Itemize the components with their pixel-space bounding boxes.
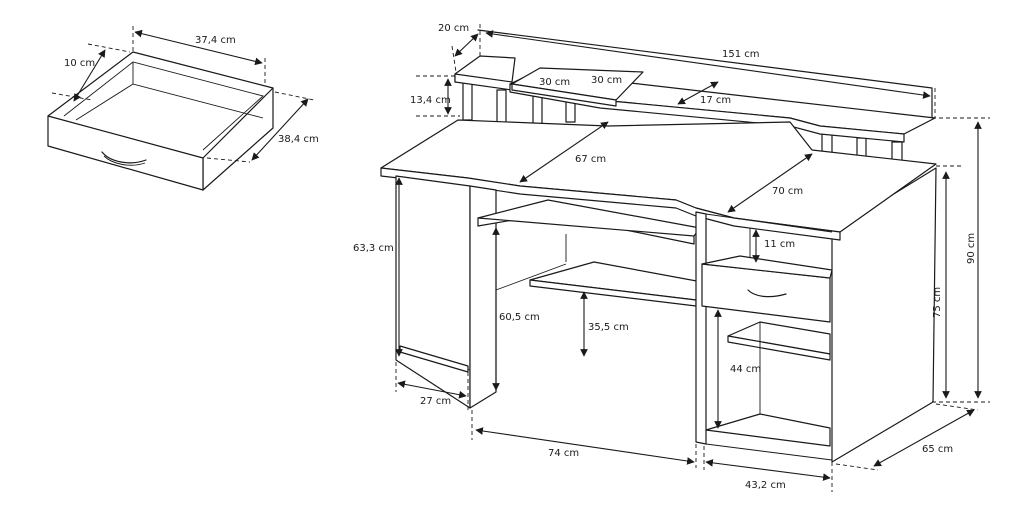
drawer-height-desk-label: 11 cm: [764, 239, 795, 250]
shelf-b-label: 30 cm: [591, 75, 622, 86]
total-width-label: 151 cm: [722, 49, 760, 60]
compartment-height-label: 44 cm: [730, 364, 761, 375]
drawer-handle-icon: [101, 151, 147, 164]
desk-dimensions: 20 cm 151 cm 30 cm 30 cm 13,4 cm 17 cm 6…: [353, 23, 990, 492]
desk-drawer-handle-icon: [747, 289, 787, 298]
shelf-depth-label: 20 cm: [438, 23, 469, 34]
inner-depth-label: 67 cm: [575, 154, 606, 165]
drawer-dimensions: 37,4 cm 10 cm 38,4 cm: [51, 26, 319, 163]
drawer-drawing: [47, 51, 274, 191]
desk-depth-label: 65 cm: [922, 444, 953, 455]
desk-drawing: [380, 29, 937, 463]
drawer-depth-label: 38,4 cm: [278, 134, 319, 145]
top-depth-label: 70 cm: [772, 186, 803, 197]
riser-gap-label: 17 cm: [700, 95, 731, 106]
left-depth-label: 27 cm: [420, 396, 451, 407]
center-width-label: 74 cm: [548, 448, 579, 459]
total-height-label: 90 cm: [966, 233, 977, 264]
drawer-front-panel: [47, 115, 204, 191]
right-width-label: 43,2 cm: [745, 480, 786, 491]
desk-height-label: 75 cm: [932, 287, 943, 318]
shelf-a-label: 30 cm: [539, 77, 570, 88]
shelf-height-label: 35,5 cm: [588, 322, 629, 333]
riser-height-label: 13,4 cm: [410, 95, 451, 106]
drawer-width-label: 37,4 cm: [195, 35, 236, 46]
drawer-height-label: 10 cm: [64, 58, 95, 69]
left-leg-height-label: 63,3 cm: [353, 243, 394, 254]
keyboard-height-label: 60,5 cm: [499, 312, 540, 323]
